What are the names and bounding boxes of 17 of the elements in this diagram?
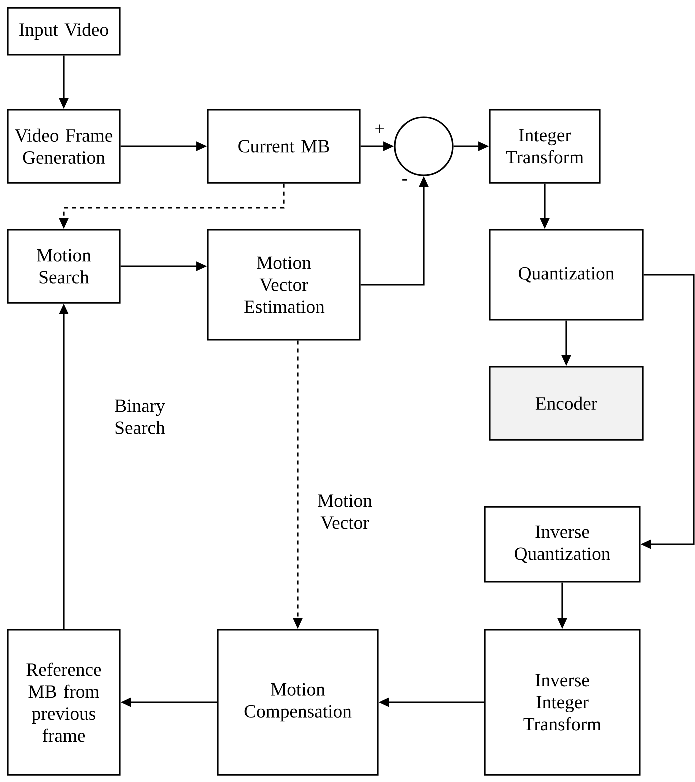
sign-label: - bbox=[402, 179, 408, 181]
process-box: Inverse Quantization bbox=[484, 506, 641, 583]
edge-label: Motion Vector bbox=[318, 494, 372, 530]
process-box: Motion Compensation bbox=[217, 629, 379, 776]
process-box: Quantization bbox=[489, 229, 644, 321]
process-box: Integer Transform bbox=[489, 109, 601, 184]
process-box: Motion Search bbox=[7, 229, 121, 304]
process-box: Input Video bbox=[7, 7, 121, 56]
sign-label: + bbox=[376, 124, 384, 134]
encoder-box: Encoder bbox=[489, 366, 644, 441]
process-box: Video Frame Generation bbox=[7, 109, 121, 184]
summing-circle bbox=[394, 116, 454, 176]
process-box: Inverse Integer Transform bbox=[484, 629, 641, 776]
process-box: Reference MB from previous frame bbox=[7, 629, 121, 776]
process-box: Motion Vector Estimation bbox=[207, 229, 361, 341]
process-box: Current MB bbox=[207, 109, 361, 184]
edge-label: Binary Search bbox=[115, 400, 166, 434]
